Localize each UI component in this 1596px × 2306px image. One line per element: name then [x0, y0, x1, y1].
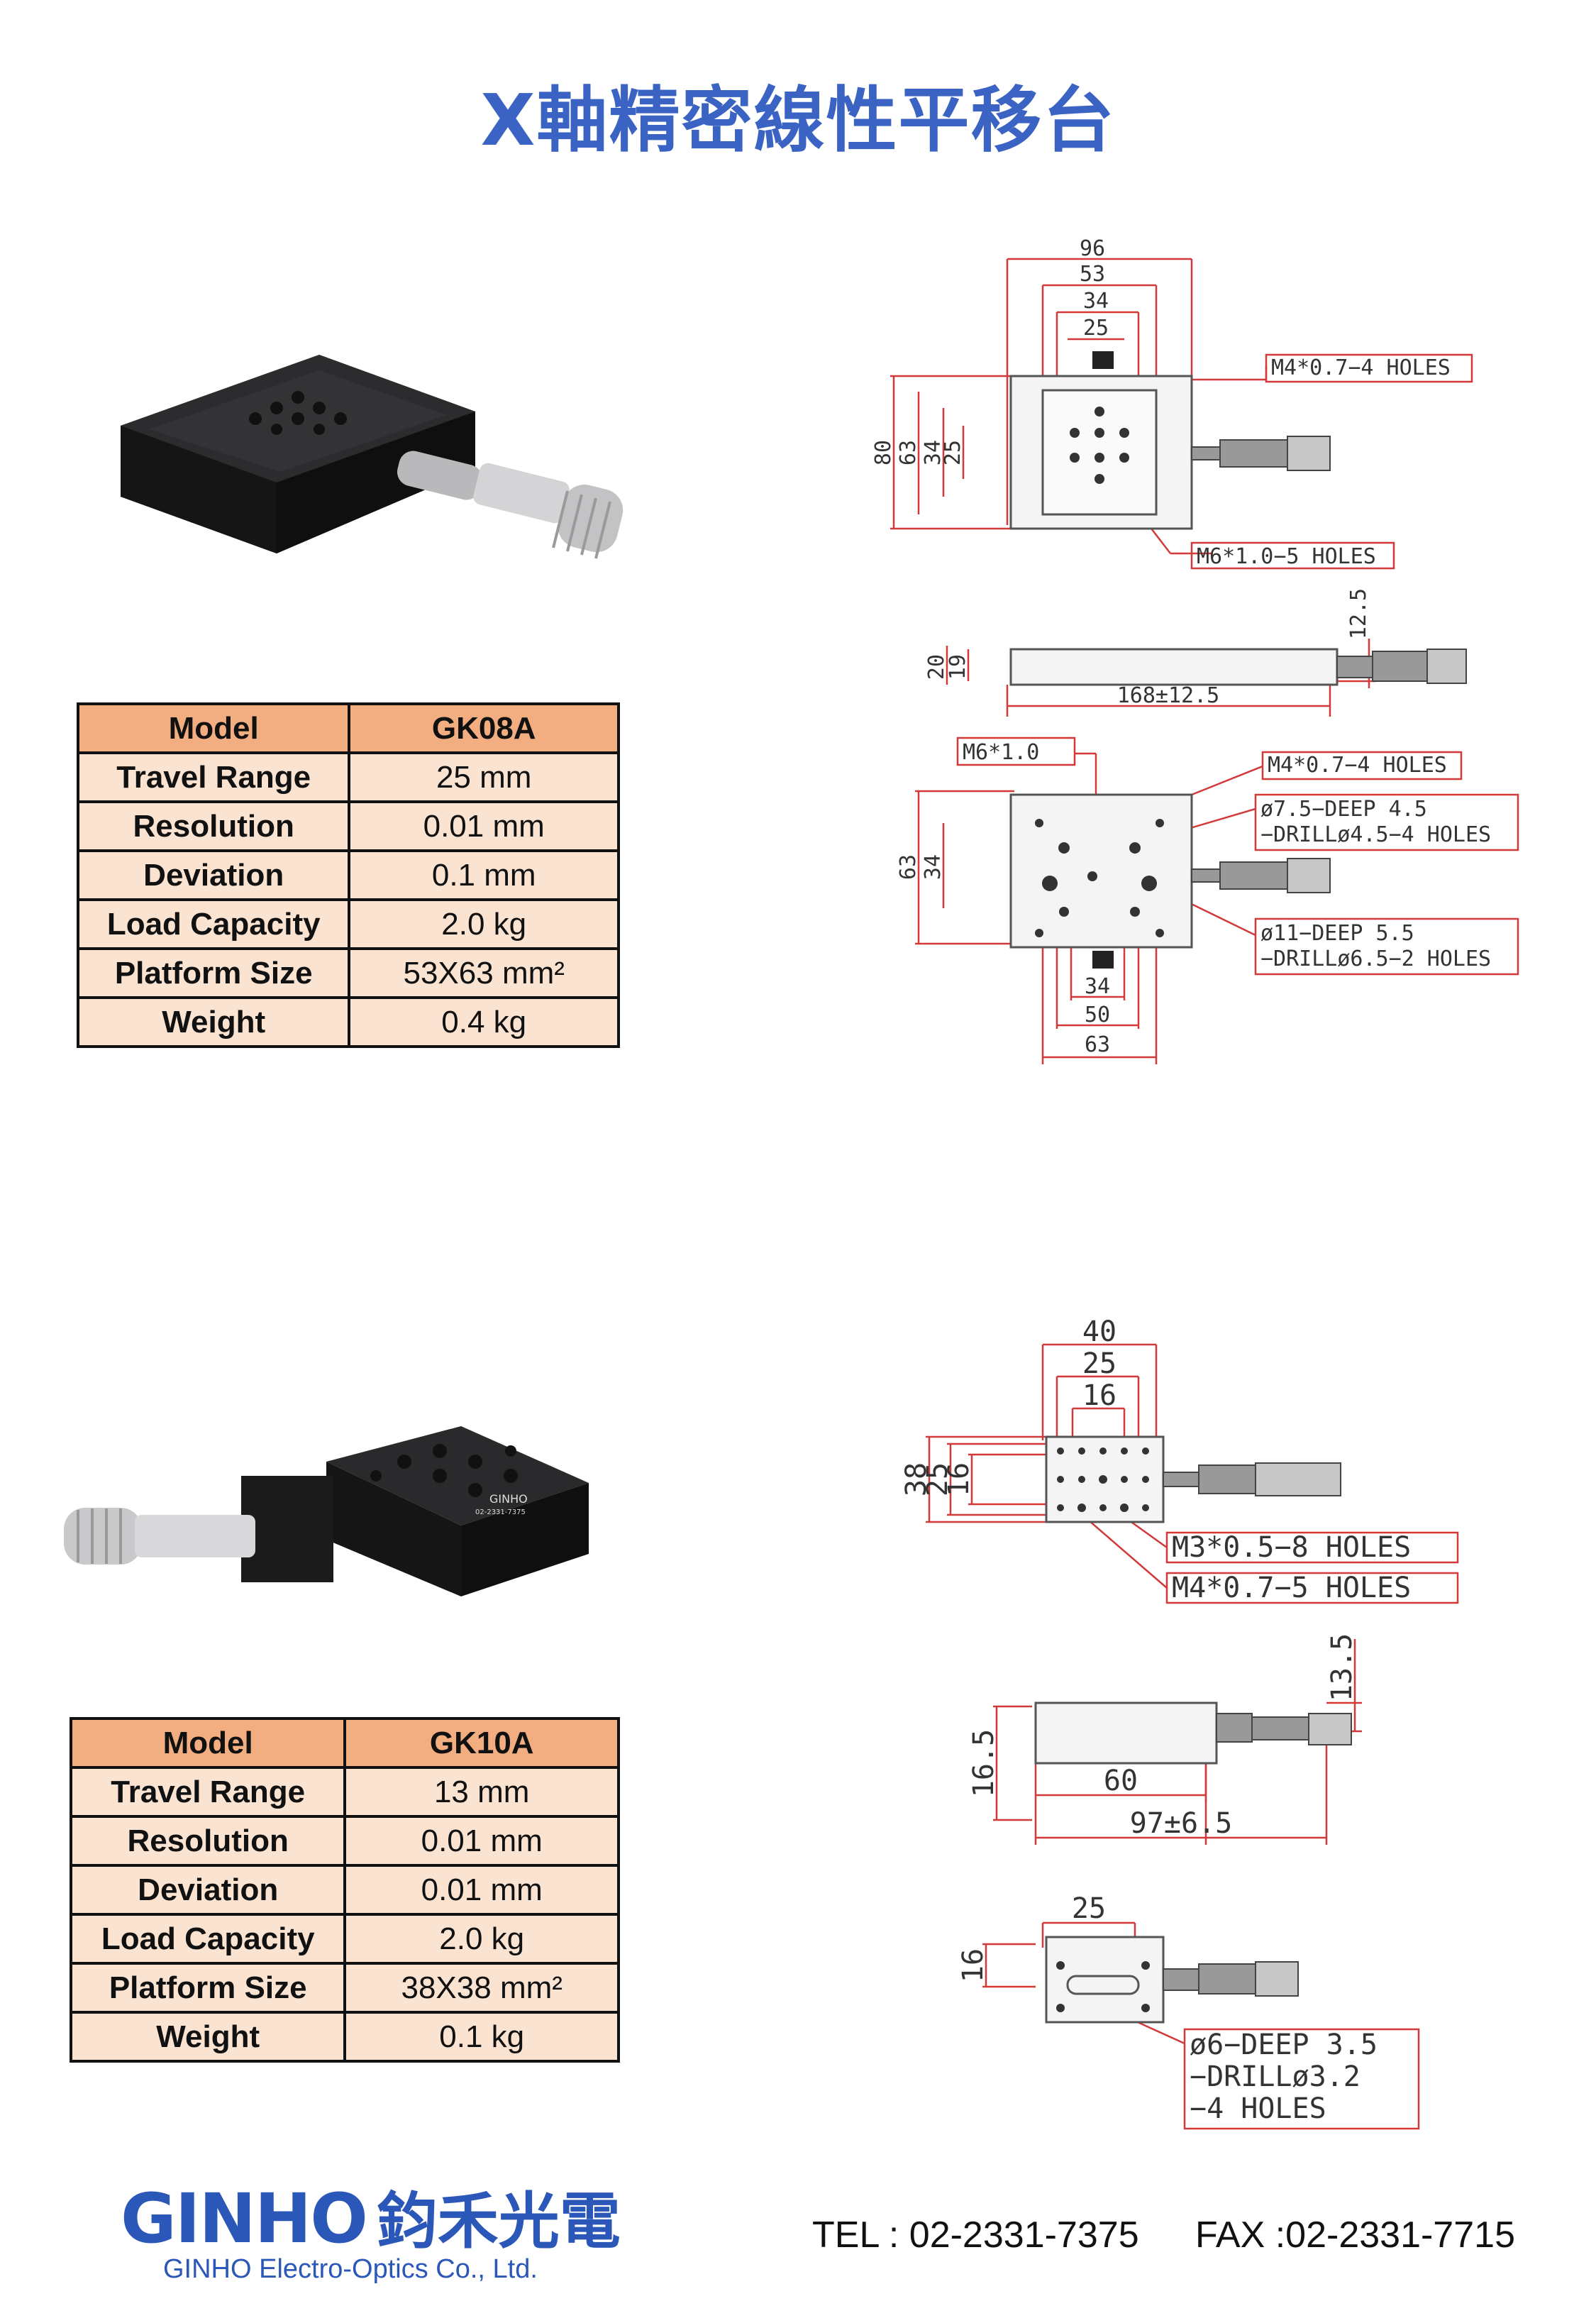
dim-v63: 63: [896, 440, 921, 465]
note-cb6: ø6−DEEP 3.5: [1190, 2029, 1378, 2061]
dim-34: 34: [1083, 289, 1109, 314]
spec-value: 0.4 kg: [348, 996, 620, 1048]
gk10a-technical-drawing: 40 25 16 38 25 16 M3*0.5−8 HOLES M4*0.7−…: [900, 1315, 1459, 2130]
dim-b34: 34: [1085, 974, 1110, 999]
spec-value: 13 mm: [343, 1766, 620, 1818]
gk08a-technical-drawing: 96 53 34 25 80 63 34 25 M4*0.7−4 HOLES M…: [871, 236, 1519, 1064]
dim-h20: 20: [924, 654, 949, 680]
page-title: X軸精密線性平移台: [480, 79, 1116, 162]
logo-cjk: 鈞禾光電: [376, 2186, 621, 2257]
note-m6: M6*1.0: [963, 740, 1039, 765]
note-drill45: −DRILLø4.5−4 HOLES: [1260, 822, 1491, 847]
spec-label: Travel Range: [69, 1766, 347, 1818]
spec-value: 0.01 mm: [348, 800, 620, 852]
dim-40: 40: [1082, 1315, 1116, 1348]
spec-value: 2.0 kg: [348, 898, 620, 950]
dim-bv34: 34: [921, 854, 946, 880]
dim-v25: 25: [921, 1462, 954, 1496]
spec-label: Resolution: [76, 800, 351, 852]
dim-96: 96: [1080, 236, 1105, 261]
spec-value: 0.1 kg: [343, 2011, 620, 2063]
note-m3-holes: M3*0.5−8 HOLES: [1172, 1531, 1411, 1564]
header-cell: GK08A: [348, 702, 620, 754]
spec-value: 38X38 mm²: [343, 1962, 620, 2014]
dim-v80: 80: [871, 440, 896, 465]
spec-value: 53X63 mm²: [348, 947, 620, 999]
note-drill65: −DRILLø6.5−2 HOLES: [1260, 947, 1491, 971]
spec-label: Platform Size: [76, 947, 351, 999]
stage-phone-label: 02-2331-7375: [475, 1508, 526, 1516]
dim-b63: 63: [1085, 1032, 1110, 1057]
dim-bv63: 63: [896, 854, 921, 880]
header-cell: Model: [76, 702, 351, 754]
dim-bv16: 16: [957, 1948, 990, 1982]
table-header-row: Model GK08A: [76, 702, 620, 754]
dim-v34: 34: [921, 440, 946, 465]
spec-label: Load Capacity: [69, 1913, 347, 1965]
note-m6-holes: M6*1.0−5 HOLES: [1197, 544, 1376, 569]
spec-value: 25 mm: [348, 751, 620, 803]
spec-label: Weight: [76, 996, 351, 1048]
dim-h12-5: 12.5: [1346, 588, 1371, 639]
dim-h13-5: 13.5: [1326, 1633, 1358, 1701]
dim-v38: 38: [900, 1462, 933, 1496]
dim-b25: 25: [1072, 1892, 1106, 1925]
spec-label: Weight: [69, 2011, 347, 2063]
spec-label: Deviation: [76, 849, 351, 901]
dim-16: 16: [1082, 1379, 1116, 1412]
dim-25: 25: [1082, 1347, 1116, 1380]
note-cb11: ø11−DEEP 5.5: [1260, 921, 1414, 946]
dim-h19: 19: [946, 654, 970, 680]
stage-brand-label: GINHO: [489, 1492, 528, 1506]
spec-label: Platform Size: [69, 1962, 347, 2014]
dim-53: 53: [1080, 262, 1105, 287]
dim-b50: 50: [1085, 1003, 1110, 1027]
header-cell: Model: [69, 1717, 347, 1769]
company-name: GINHO Electro-Optics Co., Ltd.: [163, 2254, 538, 2284]
header-cell: GK10A: [343, 1717, 620, 1769]
dim-h16-5: 16.5: [968, 1729, 1000, 1797]
spec-label: Travel Range: [76, 751, 351, 803]
gk10a-stage-photo: GINHO 02-2331-7375: [64, 1426, 589, 1596]
spec-label: Load Capacity: [76, 898, 351, 950]
note-cb75: ø7.5−DEEP 4.5: [1260, 797, 1427, 822]
note-4-holes: −4 HOLES: [1190, 2092, 1326, 2125]
contact-tel: TEL : 02-2331-7375: [812, 2214, 1139, 2256]
contact-fax: FAX :02-2331-7715: [1195, 2214, 1515, 2256]
dim-25: 25: [1083, 316, 1109, 341]
dim-168: 168±12.5: [1117, 683, 1220, 708]
dim-97: 97±6.5: [1130, 1807, 1233, 1840]
spec-label: Resolution: [69, 1815, 347, 1867]
note-drill32: −DRILLø3.2: [1190, 2060, 1361, 2093]
table-header-row: Model GK10A: [69, 1717, 620, 1769]
dim-v16: 16: [943, 1462, 975, 1496]
dim-v25: 25: [941, 440, 965, 465]
spec-value: 0.1 mm: [348, 849, 620, 901]
gk08a-stage-photo: [121, 355, 624, 559]
ginho-logo: GINHO 鈞禾光電 GINHO Electro-Optics Co., Ltd…: [121, 2171, 621, 2285]
spec-value: 2.0 kg: [343, 1913, 620, 1965]
note-m4-holes: M4*0.7−5 HOLES: [1172, 1572, 1411, 1604]
spec-label: Deviation: [69, 1864, 347, 1916]
spec-value: 0.01 mm: [343, 1815, 620, 1867]
spec-value: 0.01 mm: [343, 1864, 620, 1916]
note-m4-holes: M4*0.7−4 HOLES: [1271, 355, 1451, 380]
note-m4-bottom: M4*0.7−4 HOLES: [1268, 753, 1447, 778]
dim-60: 60: [1104, 1765, 1138, 1797]
logo-text: GINHO: [121, 2179, 368, 2258]
